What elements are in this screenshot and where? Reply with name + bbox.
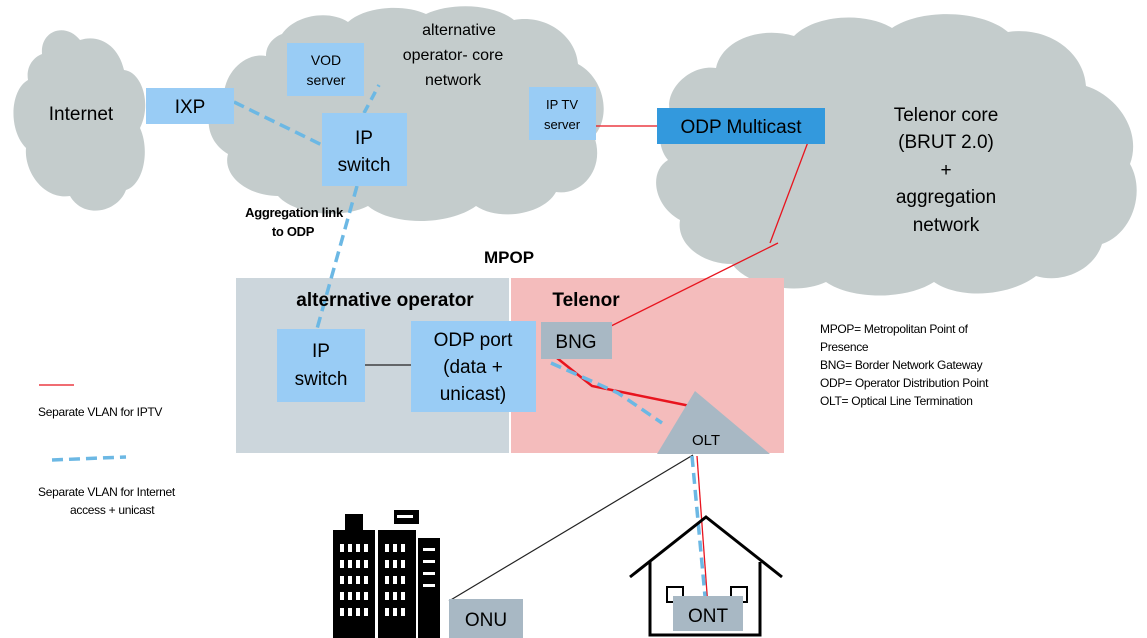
alt-operator-label: alternative operator xyxy=(296,290,474,311)
odp-port-node: ODP port (data + unicast) xyxy=(411,321,536,412)
alt-core-label-2: operator- core xyxy=(403,47,504,64)
iptv-link-olt-ont xyxy=(696,455,709,608)
link-olt-onu xyxy=(448,454,694,602)
svg-text:ONU: ONU xyxy=(465,610,507,631)
bng-node: BNG xyxy=(541,322,612,359)
svg-text:IXP: IXP xyxy=(175,97,206,118)
internet-label: Internet xyxy=(49,104,114,125)
svg-text:(data +: (data + xyxy=(443,357,503,378)
olt-node: OLT xyxy=(657,391,770,454)
svg-text:server: server xyxy=(544,117,581,132)
internet-cloud xyxy=(13,30,146,211)
core-ip-switch-node: IP switch xyxy=(322,113,407,186)
telenor-core-label-2: (BRUT 2.0) xyxy=(898,132,994,153)
telenor-core-label-4: aggregation xyxy=(896,187,996,208)
telenor-core-label-5: network xyxy=(913,215,980,236)
aggregation-link-label-1: Aggregation link xyxy=(245,205,344,220)
svg-text:switch: switch xyxy=(338,155,391,176)
iptv-link-bng-olt xyxy=(556,357,701,410)
ixp-node: IXP xyxy=(146,88,234,124)
legend-internet-label-2: access + unicast xyxy=(70,503,155,517)
iptv-link-core-mpop xyxy=(600,242,779,332)
internet-link-bng-olt xyxy=(550,361,663,425)
legend-internet-line xyxy=(51,455,127,462)
svg-text:IP: IP xyxy=(312,341,330,362)
internet-link-olt-ont xyxy=(690,455,708,608)
definition-mpop-2: Presence xyxy=(820,340,869,354)
odp-multicast-node: ODP Multicast xyxy=(657,108,825,144)
internet-link-vod-switch xyxy=(362,84,381,114)
svg-text:switch: switch xyxy=(295,369,348,390)
telenor-core-label-1: Telenor core xyxy=(894,105,999,126)
vod-server-node: VOD server xyxy=(287,43,364,96)
svg-text:unicast): unicast) xyxy=(440,384,507,405)
svg-text:BNG: BNG xyxy=(555,332,596,353)
iptv-server-node: IP TV server xyxy=(529,87,596,140)
onu-node: ONU xyxy=(449,599,523,638)
aggregation-link-label-2: to ODP xyxy=(272,224,315,239)
telenor-core-label-3: + xyxy=(940,160,951,181)
svg-text:IP: IP xyxy=(355,128,373,149)
legend-iptv-label: Separate VLAN for IPTV xyxy=(38,405,162,419)
svg-text:VOD: VOD xyxy=(311,52,341,68)
telenor-core-cloud xyxy=(656,14,1137,296)
definition-mpop-1: MPOP= Metropolitan Point of xyxy=(820,322,969,336)
alt-core-label-3: network xyxy=(425,72,482,89)
mpop-label: MPOP xyxy=(484,248,534,267)
alt-core-label-1: alternative xyxy=(422,22,496,39)
mpop-ip-switch-node: IP switch xyxy=(277,329,365,402)
telenor-label: Telenor xyxy=(552,290,620,311)
svg-text:ODP Multicast: ODP Multicast xyxy=(680,117,802,138)
definition-odp: ODP= Operator Distribution Point xyxy=(820,376,989,390)
legend-internet-label-1: Separate VLAN for Internet xyxy=(38,485,176,499)
svg-text:ODP port: ODP port xyxy=(434,330,514,351)
definition-olt: OLT= Optical Line Termination xyxy=(820,394,973,408)
svg-text:ONT: ONT xyxy=(688,606,729,627)
svg-text:server: server xyxy=(307,72,346,88)
house-icon xyxy=(629,515,783,637)
svg-text:OLT: OLT xyxy=(692,432,720,449)
svg-text:IP TV: IP TV xyxy=(546,97,578,112)
aggregation-link xyxy=(313,185,359,337)
iptv-link-core-bng xyxy=(769,141,809,244)
office-buildings-icon xyxy=(333,510,440,638)
definition-bng: BNG= Border Network Gateway xyxy=(820,358,983,372)
ont-node: ONT xyxy=(673,596,743,631)
